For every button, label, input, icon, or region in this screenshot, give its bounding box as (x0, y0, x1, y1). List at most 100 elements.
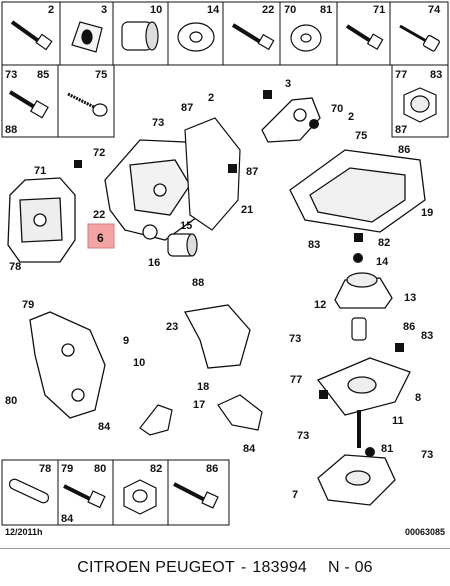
svg-text:15: 15 (180, 220, 192, 232)
cell-num-80: 80 (94, 463, 106, 475)
footer-brand: CITROEN PEUGEOT (77, 558, 235, 576)
svg-text:87: 87 (246, 166, 258, 178)
clip-3-icon (71, 21, 103, 53)
cell-num-10: 10 (150, 4, 162, 16)
right-part-cell (391, 64, 449, 138)
cell-num-71: 71 (373, 4, 385, 16)
cell-num-3: 3 (101, 4, 107, 16)
svg-text:73: 73 (421, 449, 433, 461)
svg-text:84: 84 (98, 421, 111, 433)
bracket-23 (183, 304, 251, 369)
svg-text:3: 3 (285, 78, 291, 90)
svg-text:7: 7 (292, 489, 298, 501)
svg-text:73: 73 (152, 117, 164, 129)
svg-text:72: 72 (93, 147, 105, 159)
nut-83-icon (403, 87, 437, 123)
gearbox-bracket-center (104, 139, 206, 241)
svg-text:2: 2 (208, 92, 214, 104)
footer-part-number: 183994 (252, 558, 308, 576)
cell-num-82: 82 (150, 463, 162, 475)
bolt-71-icon (345, 24, 384, 51)
screw-75-icon (67, 92, 108, 117)
top-cell-numbers: 2 3 10 14 22 70 81 71 74 (48, 4, 441, 16)
svg-text:75: 75 (355, 130, 367, 142)
footer-separator: - (240, 558, 247, 576)
svg-text:18: 18 (197, 381, 209, 393)
svg-text:21: 21 (241, 204, 253, 216)
top-parts-row (1, 1, 449, 66)
cell-num-88: 88 (5, 124, 17, 136)
cell-num-86: 86 (206, 463, 218, 475)
cell-num-22: 22 (262, 4, 274, 16)
cell-num-70: 70 (284, 4, 296, 16)
bolt-22-icon (231, 23, 275, 51)
svg-text:10: 10 (133, 357, 145, 369)
svg-text:87: 87 (181, 102, 193, 114)
cell-num-73: 73 (5, 69, 17, 81)
cell-num-83: 83 (430, 69, 442, 81)
engine-mount-left (7, 177, 76, 263)
svg-text:78: 78 (9, 261, 21, 273)
bush-10-icon (121, 21, 159, 51)
left-cell-numbers: 73 85 88 75 (5, 69, 107, 136)
cell-num-81: 81 (320, 4, 332, 16)
svg-text:70: 70 (331, 103, 343, 115)
torque-rod-3 (261, 97, 321, 143)
svg-text:13: 13 (404, 292, 416, 304)
svg-text:8: 8 (415, 392, 421, 404)
fastener-markers (74, 90, 404, 457)
bolt-79-icon (63, 484, 106, 509)
svg-text:80: 80 (5, 395, 17, 407)
top-part-sketches (10, 20, 440, 53)
bolt-2-icon (10, 20, 53, 51)
left-part-sketches (8, 90, 108, 119)
cover-21 (184, 117, 241, 231)
footer-bar: CITROEN PEUGEOT - 183994 N - 06 (0, 548, 450, 586)
cell-num-2: 2 (48, 4, 54, 16)
plate-8 (316, 357, 411, 416)
washer-70-icon (290, 24, 322, 52)
pin-78-icon (8, 478, 50, 504)
date-code: 12/2011h (5, 527, 43, 537)
cell-num-79: 79 (61, 463, 73, 475)
svg-text:23: 23 (166, 321, 178, 333)
cell-num-87: 87 (395, 124, 407, 136)
mount-13 (334, 272, 393, 309)
svg-text:11: 11 (392, 415, 404, 427)
bracket-17-18 (139, 394, 263, 436)
svg-text:83: 83 (308, 239, 320, 251)
svg-text:9: 9 (123, 335, 129, 347)
bottom-part-sketches (8, 478, 219, 515)
cell-num-85: 85 (37, 69, 49, 81)
bolt-73-icon (8, 90, 49, 119)
image-code: 00063085 (404, 527, 445, 537)
left-parts-cells (1, 64, 115, 138)
cell-num-74: 74 (428, 4, 441, 16)
washer-14-icon (177, 22, 215, 52)
svg-text:17: 17 (193, 399, 205, 411)
svg-text:73: 73 (289, 333, 301, 345)
svg-text:82: 82 (378, 237, 390, 249)
svg-text:86: 86 (403, 321, 415, 333)
svg-text:73: 73 (297, 430, 309, 442)
cell-num-78: 78 (39, 463, 51, 475)
callout-6-label: 6 (97, 231, 104, 245)
cell-num-77: 77 (395, 69, 407, 81)
svg-text:12: 12 (314, 299, 326, 311)
svg-text:77: 77 (290, 374, 302, 386)
svg-text:81: 81 (381, 443, 393, 455)
bottom-parts-row (1, 459, 230, 526)
bolt-74-icon (399, 24, 440, 52)
nut-82-icon (123, 479, 157, 515)
svg-text:83: 83 (421, 330, 433, 342)
cell-num-14: 14 (207, 4, 220, 16)
svg-text:88: 88 (192, 277, 204, 289)
svg-text:79: 79 (22, 299, 34, 311)
highlight-callout-6: 6 (87, 223, 115, 249)
footer-page: N - 06 (328, 558, 373, 576)
mount-7 (317, 454, 396, 506)
stud-11-12 (351, 317, 367, 448)
svg-text:19: 19 (421, 207, 433, 219)
bush-16 (167, 233, 198, 257)
